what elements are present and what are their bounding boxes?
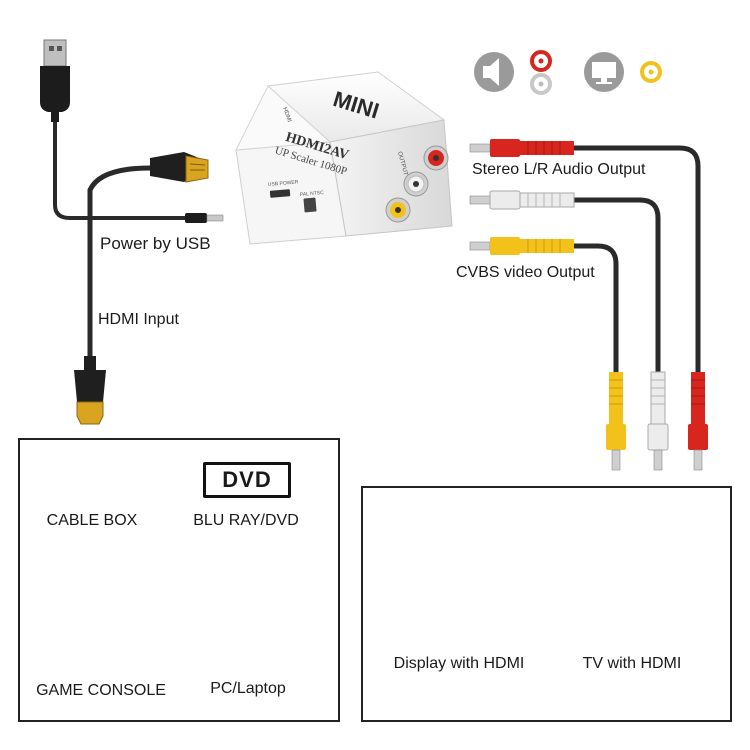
converter-box [235, 71, 453, 245]
video-jack-icon [640, 61, 662, 83]
converter-input-port-label: HDMI [281, 107, 292, 124]
usb-cable [40, 39, 224, 223]
hdmi-plug-bottom [74, 370, 106, 402]
speaker-icon [474, 52, 514, 92]
source-label-game-console: GAME CONSOLE [36, 682, 166, 699]
output-devices-panel [361, 486, 732, 722]
source-devices-panel [18, 438, 340, 722]
display-icon [584, 52, 624, 92]
converter-usb-port-label: USB POWER [268, 179, 299, 188]
rca-jack-yellow [385, 197, 411, 223]
output-label-display-hdmi: Display with HDMI [393, 655, 525, 672]
converter-switch-label: PAL NTSC [300, 190, 325, 198]
micro-usb-plug [185, 213, 207, 223]
label-cvbs-video-output: CVBS video Output [456, 264, 595, 281]
label-stereo-audio-output: Stereo L/R Audio Output [472, 161, 646, 178]
usb-plug-body [40, 66, 70, 112]
audio-jack-icon [530, 50, 552, 95]
hdmi-cable [74, 152, 209, 425]
label-hdmi-input: HDMI Input [98, 311, 179, 328]
usb-power-port [269, 189, 291, 198]
rca-plug-yellow-vertical [606, 372, 626, 471]
output-label-tv-hdmi: TV with HDMI [582, 655, 682, 672]
source-label-blu-ray-dvd: BLU RAY/DVD [193, 512, 299, 529]
source-label-cable-box: CABLE BOX [46, 512, 138, 529]
pal-ntsc-switch [303, 197, 317, 213]
label-power-by-usb: Power by USB [100, 234, 211, 253]
source-label-pc-laptop: PC/Laptop [210, 680, 286, 697]
rca-jack-red [423, 145, 449, 171]
rca-plug-red-horizontal [469, 139, 574, 157]
rca-cables [469, 139, 708, 471]
rca-plug-red-vertical [688, 372, 708, 471]
usb-plug-metal [43, 39, 67, 67]
rca-plug-white-vertical [647, 371, 669, 471]
rca-jack-white [403, 171, 429, 197]
dvd-icon: DVD [203, 462, 291, 498]
rca-plug-white-horizontal [469, 190, 575, 210]
rca-plug-yellow-horizontal [469, 237, 574, 255]
